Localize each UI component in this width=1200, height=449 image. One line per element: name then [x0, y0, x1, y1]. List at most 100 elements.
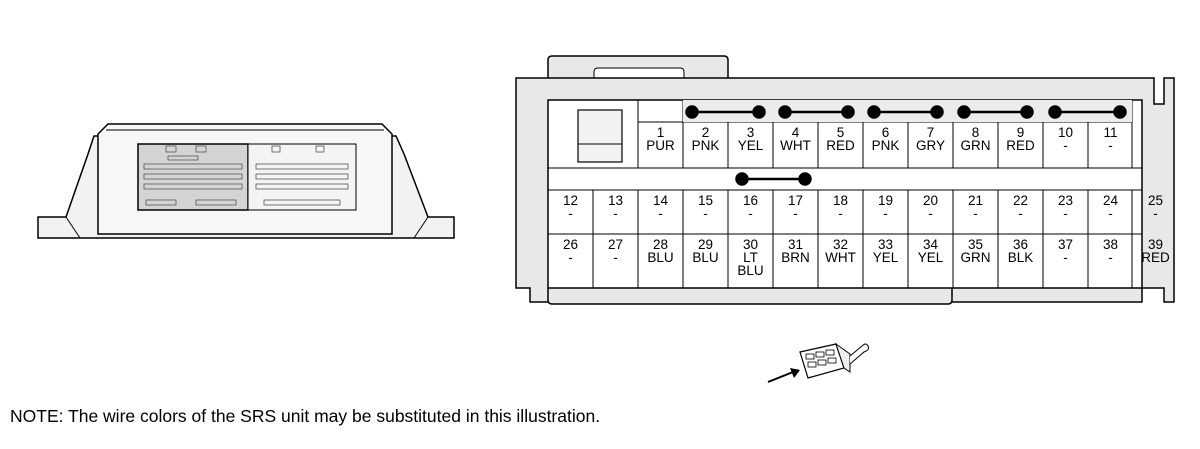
pin-number: 30: [742, 237, 759, 252]
shorting-bar-6-7: [867, 105, 944, 119]
pin-wire-color: -: [703, 206, 708, 221]
shorting-bars: [685, 105, 1127, 186]
shorting-bar-8-9: [957, 105, 1034, 119]
pin-wire-color: GRN: [960, 138, 991, 153]
pin-number: 15: [697, 193, 714, 208]
pin-number: 4: [791, 125, 800, 140]
pin-number: 5: [836, 125, 845, 140]
shorting-bar-10-11: [1048, 105, 1127, 119]
pin-27: 27-: [593, 237, 638, 265]
pin-wire-color: -: [748, 206, 753, 221]
pin-number: 22: [1012, 193, 1029, 208]
pin-37: 37-: [1043, 237, 1088, 265]
pin-17: 17-: [773, 193, 818, 221]
pin-number: 27: [607, 237, 624, 252]
pin-wire-color: RED: [1006, 138, 1035, 153]
pin-wire-color: -: [1018, 206, 1023, 221]
pin-number: 38: [1102, 237, 1119, 252]
pin-wire-color: -: [1063, 138, 1068, 153]
pin-wire-color: -: [658, 206, 663, 221]
pin-wire-color: -: [613, 250, 618, 265]
pin-number: 1: [656, 125, 665, 140]
pin-number: 26: [562, 237, 579, 252]
pin-wire-color: RED: [826, 138, 855, 153]
pin-number: 37: [1057, 237, 1074, 252]
pin-wire-color: GRN: [960, 250, 991, 265]
pin-15: 15-: [683, 193, 728, 221]
pin-wire-color: -: [1108, 138, 1113, 153]
pin-wire-color: GRY: [915, 138, 945, 153]
pin-number: 21: [967, 193, 984, 208]
pin-number: 3: [746, 125, 755, 140]
pin-number: 16: [742, 193, 759, 208]
pin-number: 7: [926, 125, 935, 140]
pin-number: 13: [607, 193, 624, 208]
pin-wire-color: -: [568, 206, 573, 221]
pin-number: 33: [877, 237, 894, 252]
pin-wire-color: -: [1153, 206, 1158, 221]
pin-number: 9: [1016, 125, 1025, 140]
pin-11: 11-: [1088, 125, 1133, 153]
connector-plug-icon: [767, 342, 869, 383]
pin-wire-color: -: [1063, 206, 1068, 221]
pin-number: 31: [787, 237, 804, 252]
pin-wire-color: -: [1063, 250, 1068, 265]
pin-number: 32: [832, 237, 849, 252]
pin-wire-color: YEL: [872, 250, 899, 265]
pin-21: 21-: [953, 193, 998, 221]
pin-wire-color: YEL: [737, 138, 764, 153]
pin-22: 22-: [998, 193, 1043, 221]
pin-14: 14-: [638, 194, 683, 221]
pin-number: 35: [967, 237, 984, 252]
pin-12: 12-: [548, 193, 593, 221]
pin-number: 17: [787, 193, 804, 208]
shorting-bar-2-3: [685, 105, 766, 119]
shorting-bar-16-17: [735, 172, 812, 186]
pin-wire-color: LT: [743, 250, 758, 265]
pin-18: 18-: [818, 194, 863, 221]
pin-number: 2: [701, 125, 710, 140]
pin-number: 20: [922, 193, 939, 208]
pin-38: 38-: [1088, 237, 1133, 265]
pin-number: 11: [1103, 125, 1118, 140]
pin-wire-color: PUR: [646, 138, 675, 153]
pin-wire-color: -: [568, 250, 573, 265]
pin-24: 24-: [1088, 194, 1133, 221]
pin-13: 13-: [593, 193, 638, 221]
pin-wire-color: PNK: [691, 138, 720, 153]
pin-23: 23-: [1043, 193, 1088, 221]
pin-wire-color: BLK: [1007, 250, 1034, 265]
pin-wire-color: RED: [1141, 250, 1170, 265]
pin-wire-color: -: [838, 206, 843, 221]
pin-number: 25: [1147, 193, 1164, 208]
pin-wire-color: WHT: [780, 138, 811, 153]
pin-wire-color: -: [883, 206, 888, 221]
pin-26: 26-: [548, 237, 593, 265]
pin-wire-color: -: [793, 206, 798, 221]
pin-number: 12: [562, 193, 579, 208]
shorting-bar-4-5: [778, 105, 855, 119]
srs-unit-drawing: [37, 123, 455, 239]
pin-wire-color: WHT: [825, 250, 856, 265]
pin-wire-color: BLU: [692, 250, 719, 265]
pin-wire-color: PNK: [871, 138, 900, 153]
pin-number: 23: [1057, 193, 1074, 208]
pin-wire-color: YEL: [917, 250, 944, 265]
pin-wire-color: -: [928, 206, 933, 221]
pin-number: 10: [1057, 125, 1074, 140]
pin-wire-color: -: [1108, 250, 1113, 265]
connector-face: [515, 55, 1175, 305]
pin-16: 16-: [728, 193, 773, 221]
